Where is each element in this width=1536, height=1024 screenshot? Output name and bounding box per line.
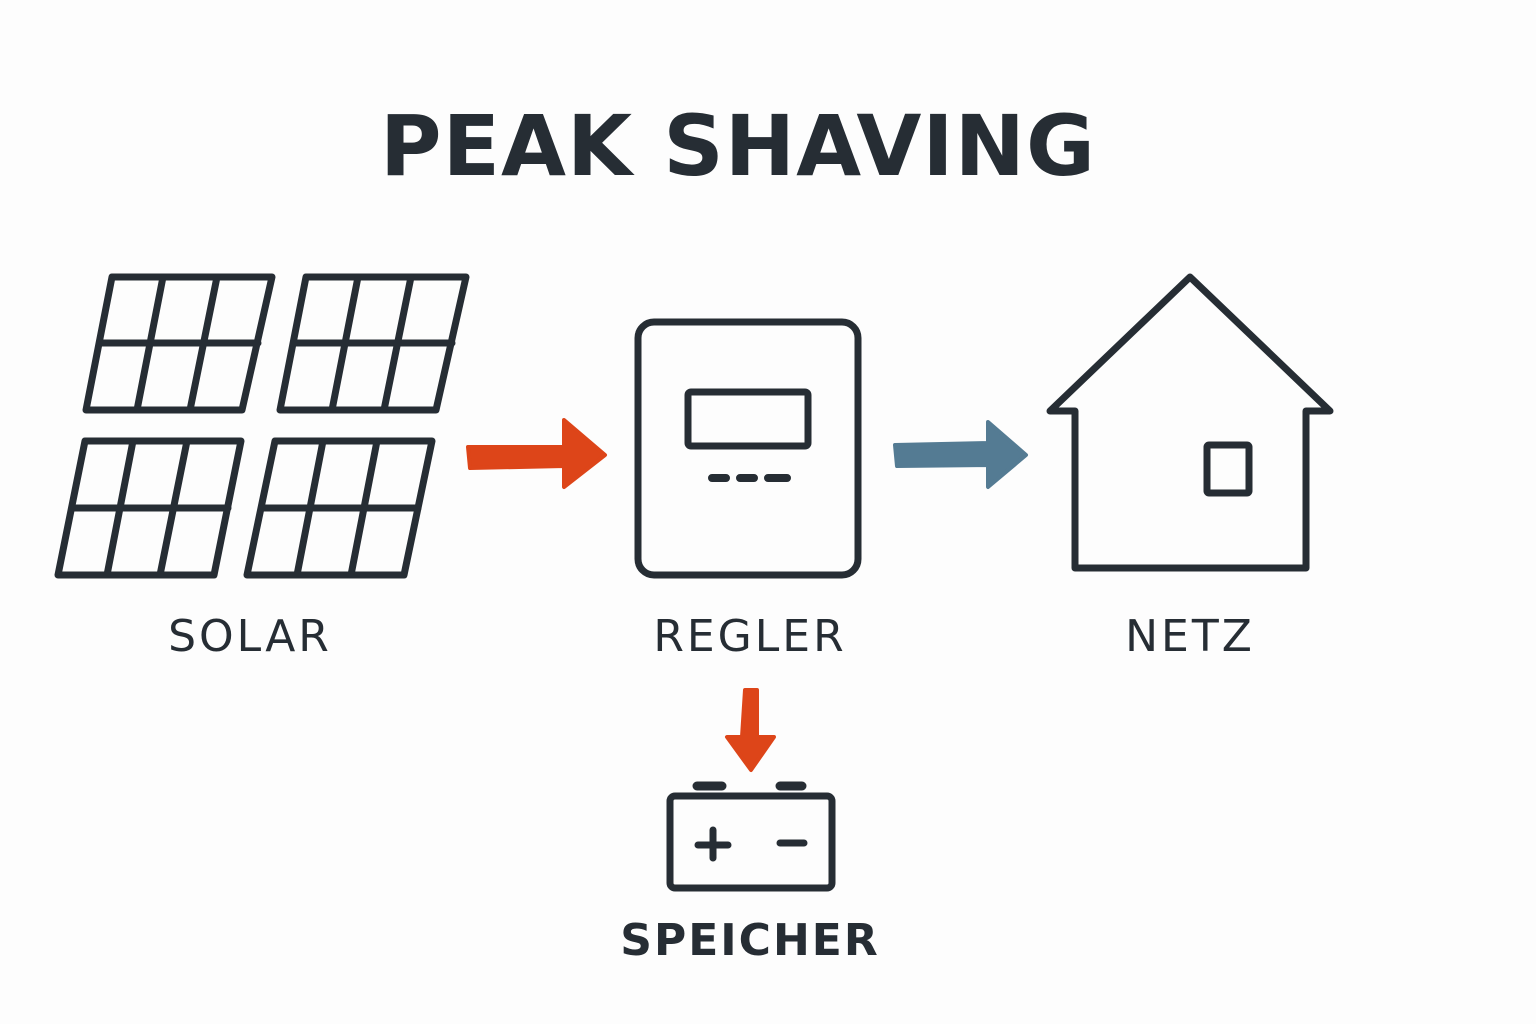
solar-panel-top-right	[276, 273, 470, 414]
solar-panel-icon	[54, 273, 470, 579]
regler-label: REGLER	[653, 611, 847, 662]
arrow-regler-to-speicher	[725, 688, 776, 772]
solar-panel-bottom-right	[243, 437, 436, 579]
house-icon	[1046, 273, 1334, 572]
solar-label: SOLAR	[168, 611, 332, 662]
arrow-regler-to-netz	[893, 420, 1028, 489]
charge-controller-icon	[634, 318, 862, 579]
battery-icon	[666, 781, 836, 892]
netz-label: NETZ	[1125, 611, 1255, 662]
speicher-label: SPEICHER	[620, 915, 880, 966]
solar-panel-bottom-left	[54, 437, 245, 579]
diagram-title: PEAK SHAVING	[380, 97, 1096, 195]
arrow-solar-to-regler	[466, 418, 607, 489]
solar-panel-top-left	[82, 273, 276, 414]
